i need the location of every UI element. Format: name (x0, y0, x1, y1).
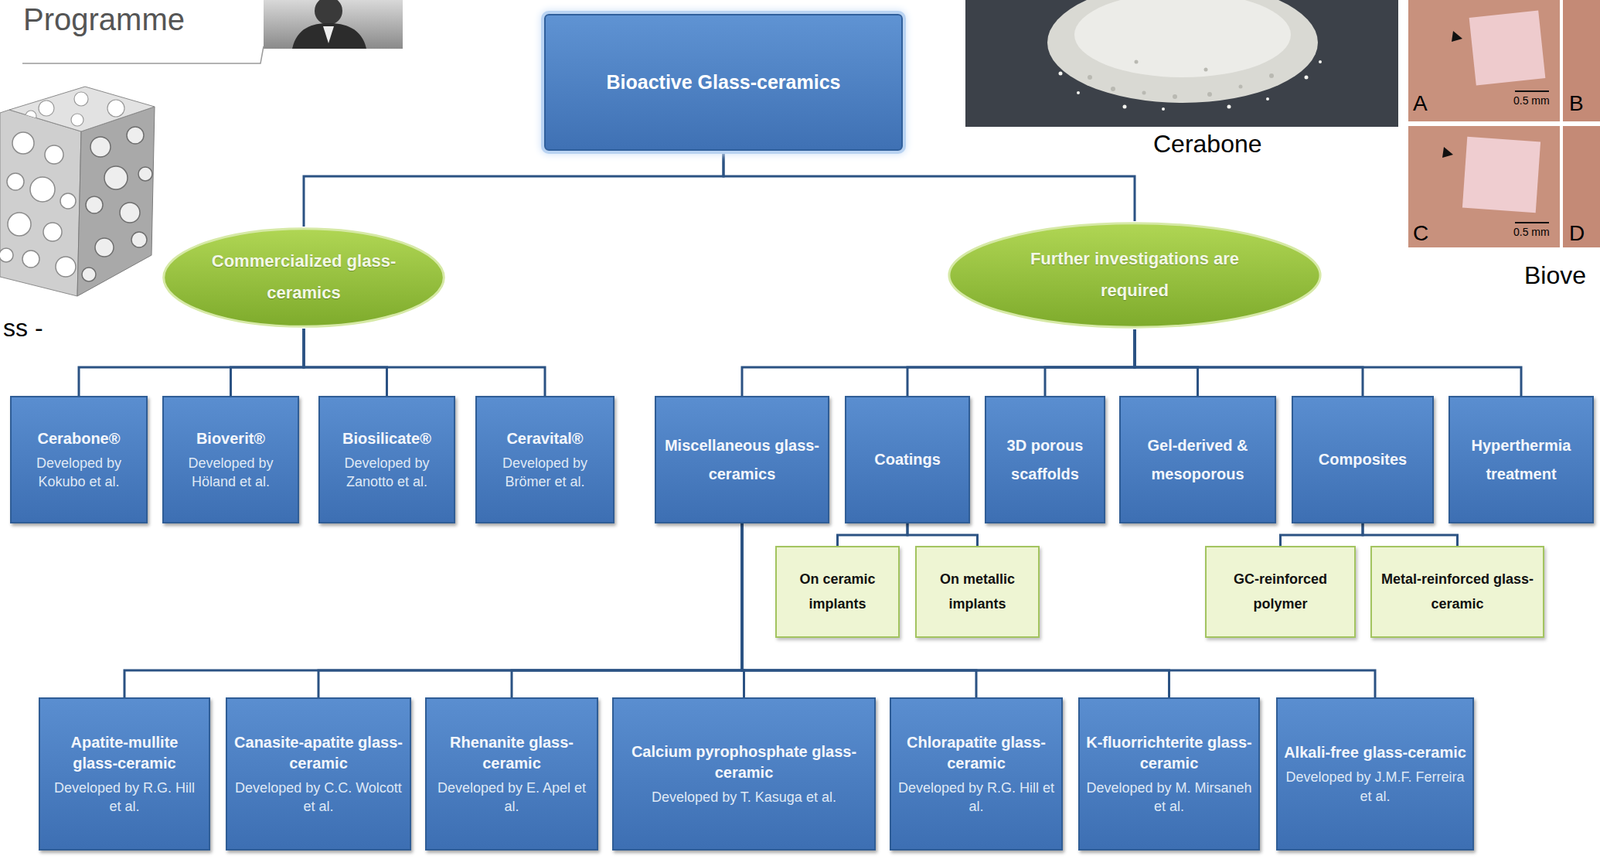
material-box: Alkali-free glass-ceramicDeveloped by J.… (1276, 697, 1475, 851)
connector-line (723, 150, 1135, 222)
product-box: Biosilicate® Developed by Zanotto et al. (318, 395, 456, 524)
node-title: Bioverit® (196, 428, 266, 450)
caption-text: Cerabone (1153, 129, 1263, 159)
scale-label: 0.5 mm (1513, 225, 1550, 239)
heading-text: Programme (23, 1, 185, 38)
ellipse-shape (945, 221, 1325, 330)
node-title: GC-reinforced polymer (1211, 567, 1350, 617)
node-body: Developed by M. Mirsaneh et al. (1085, 778, 1253, 817)
subtopic-box: On metallic implants (915, 545, 1040, 638)
connector-line (511, 523, 743, 698)
node-title: 3D porous scaffolds (992, 431, 1098, 489)
topic-box: Gel-derived & mesoporous (1119, 395, 1277, 524)
node-body: Developed by Zanotto et al. (326, 453, 448, 492)
connector-line (124, 523, 743, 698)
material-box: Calcium pyrophosphate glass-ceramicDevel… (612, 697, 876, 851)
material-box: K-fluorrichterite glass-ceramicDeveloped… (1078, 697, 1260, 851)
node-title: Metal-reinforced glass-ceramic (1376, 567, 1539, 617)
ellipse-shape (160, 226, 447, 329)
connector-line (1134, 329, 1199, 396)
connector-line (303, 150, 724, 227)
node-body: Developed by Brömer et al. (483, 453, 607, 492)
material-box: Canasite-apatite glass-ceramicDeveloped … (225, 697, 412, 851)
topic-box: 3D porous scaffolds (984, 395, 1106, 524)
node-body: Developed by R.G. Hill et al. (46, 778, 203, 817)
connector-line (907, 329, 1135, 396)
node-title: Ceravital® (506, 428, 583, 450)
material-box: Apatite-mullite glass-ceramicDeveloped b… (38, 697, 211, 851)
granules-photo (965, 0, 1399, 127)
subtopic-box: On ceramic implants (775, 545, 900, 638)
ellipse-outline (949, 223, 1321, 327)
node-title: K-fluorrichterite glass-ceramic (1085, 731, 1253, 774)
connector-line (1280, 523, 1364, 546)
node-title: Coatings (874, 445, 941, 474)
ellipse-outline (163, 228, 445, 327)
panel-letter: A (1412, 91, 1428, 116)
product-box: Ceravital® Developed by Brömer et al. (475, 395, 615, 524)
connector-line (303, 328, 545, 396)
connector-line (1045, 329, 1135, 396)
node-title: Gel-derived & mesoporous (1126, 431, 1269, 489)
heading-rule (22, 46, 264, 64)
connector-line (1134, 329, 1522, 396)
node-title: Rhenanite glass-ceramic (432, 731, 591, 774)
node-title: Commercialized glass-ceramics (206, 245, 402, 309)
node-body: Developed by R.G. Hill et al. (897, 778, 1056, 817)
panel-letter: D (1569, 221, 1585, 246)
material-box: Rhenanite glass-ceramicDeveloped by E. A… (425, 697, 599, 851)
histology-photo (1408, 0, 1600, 248)
connector-line (837, 523, 909, 546)
node-title: On ceramic implants (781, 567, 894, 617)
root-box: Bioactive Glass-ceramics (544, 13, 903, 151)
panel-letter: B (1569, 91, 1584, 116)
category-ellipse: Further investigations are required (945, 221, 1325, 330)
connector-line (742, 523, 1376, 698)
node-title: Apatite-mullite glass-ceramic (46, 731, 203, 774)
topic-box: Miscellaneous glass-ceramics (654, 395, 830, 524)
connector-line (1134, 329, 1363, 396)
node-title: Cerabone® (37, 428, 121, 450)
connector-line (318, 523, 743, 698)
connector-line (78, 328, 304, 396)
node-body: Developed by Kokubo et al. (17, 453, 140, 492)
node-title: Chlorapatite glass-ceramic (897, 731, 1056, 774)
connector-line (303, 328, 388, 396)
connector-line (742, 329, 1135, 396)
topic-box: Composites (1291, 395, 1434, 524)
node-title: Composites (1318, 445, 1407, 474)
porous-cube (0, 86, 155, 297)
panel-letter: C (1412, 221, 1429, 246)
category-ellipse: Commercialized glass-ceramics (160, 226, 447, 329)
node-title: Hyperthermia treatment (1456, 431, 1587, 489)
caption-text: Biove (1524, 261, 1587, 290)
node-body: Developed by E. Apel et al. (432, 778, 591, 817)
node-title: Further investigations are required (1004, 243, 1266, 307)
node-title: Bioactive Glass-ceramics (606, 71, 841, 94)
node-title: Biosilicate® (342, 428, 432, 450)
portrait-photo (263, 0, 403, 49)
caption-text: ss - (3, 313, 44, 343)
scale-label: 0.5 mm (1513, 94, 1550, 107)
node-title: Miscellaneous glass-ceramics (662, 431, 822, 489)
product-box: Bioverit® Developed by Höland et al. (162, 395, 300, 524)
node-body: Developed by T. Kasuga et al. (651, 787, 837, 807)
node-title: Calcium pyrophosphate glass-ceramic (619, 741, 869, 783)
product-box: Cerabone® Developed by Kokubo et al. (10, 395, 148, 524)
node-title: Canasite-apatite glass-ceramic (233, 731, 404, 774)
node-body: Developed by J.M.F. Ferreira et al. (1283, 767, 1467, 806)
topic-box: Hyperthermia treatment (1448, 395, 1594, 524)
node-body: Developed by C.C. Wolcott et al. (233, 778, 404, 817)
connector-line (231, 328, 305, 396)
subtopic-box: GC-reinforced polymer (1205, 545, 1356, 638)
node-title: Alkali-free glass-ceramic (1283, 742, 1467, 763)
material-box: Chlorapatite glass-ceramicDeveloped by R… (889, 697, 1063, 851)
connector-line (1362, 523, 1458, 546)
connector-line (907, 523, 978, 546)
topic-box: Coatings (844, 395, 971, 524)
node-body: Developed by Höland et al. (170, 453, 292, 492)
subtopic-box: Metal-reinforced glass-ceramic (1370, 545, 1545, 638)
node-title: On metallic implants (921, 567, 1034, 617)
